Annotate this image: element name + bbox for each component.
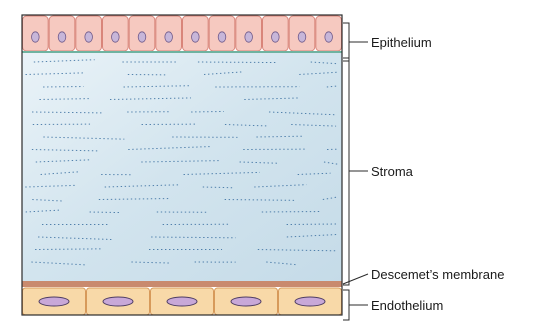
epithelium-nucleus [112,32,120,42]
descemets-membrane-leader [343,274,368,284]
epithelium-nucleus [165,32,173,42]
epithelium-layer [23,16,342,51]
endothelium-nucleus [295,297,325,306]
endothelium-nucleus [231,297,261,306]
stroma-bracket [343,58,368,285]
endothelium-layer [23,288,342,315]
epithelium-nucleus [272,32,280,42]
stroma-layer [22,52,342,281]
epithelium-nucleus [245,32,253,42]
epithelium-nucleus [298,32,306,42]
endothelium-nucleus [167,297,197,306]
descemets-membrane-layer [22,281,342,287]
epithelium-nucleus [58,32,66,42]
epithelium-nucleus [138,32,146,42]
epithelium-nucleus [325,32,333,42]
epithelium-label: Epithelium [371,35,432,50]
epithelium-nucleus [32,32,40,42]
endothelium-label: Endothelium [371,298,443,313]
stroma-label: Stroma [371,164,414,179]
epithelium-bracket [343,23,368,61]
epithelium-nucleus [218,32,226,42]
descemets-membrane-label: Descemet’s membrane [371,267,504,282]
endothelium-nucleus [39,297,69,306]
epithelium-nucleus [85,32,93,42]
epithelium-nucleus [192,32,200,42]
endothelium-bracket [343,290,368,320]
endothelium-nucleus [103,297,133,306]
